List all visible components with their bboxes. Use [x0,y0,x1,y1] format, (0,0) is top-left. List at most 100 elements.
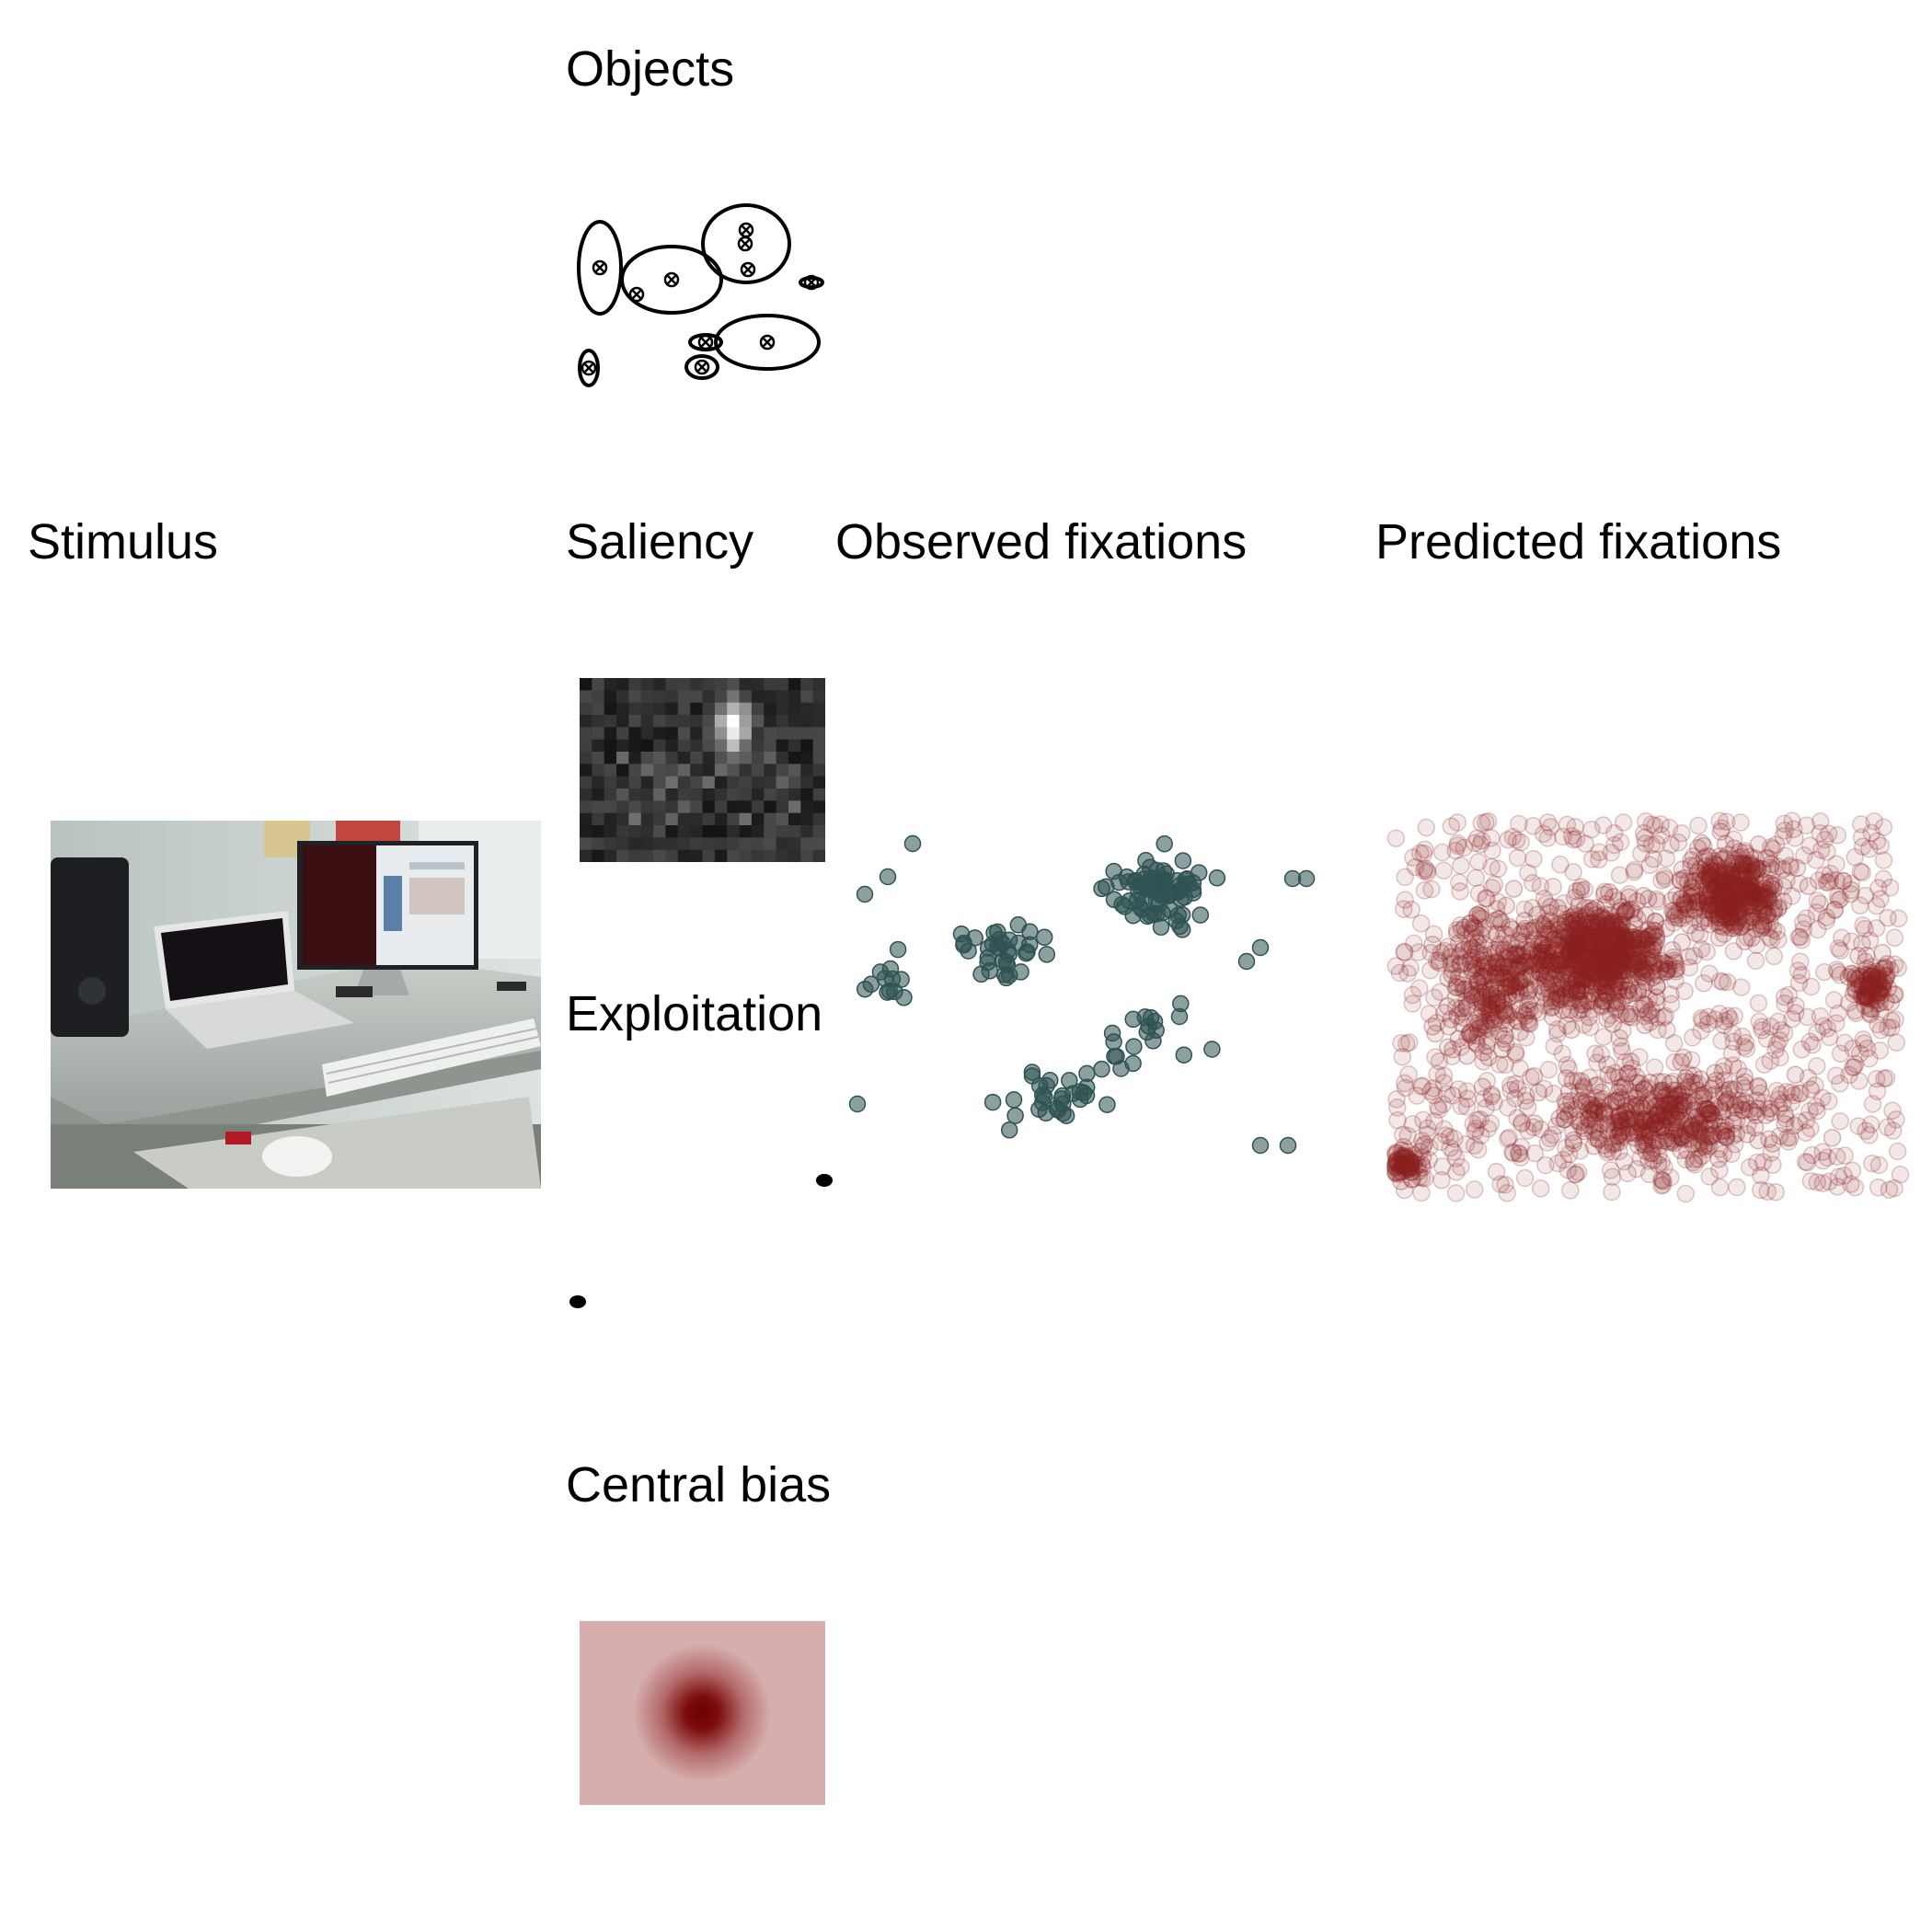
observed-fixation-point [1173,921,1191,938]
predicted-fixation-point [1612,922,1630,941]
saliency-cell [677,764,691,777]
predicted-fixation-point [1625,904,1644,923]
saliency-cell [739,678,753,691]
predicted-fixation-point [1696,863,1715,881]
exploitation-label: Exploitation [566,986,823,1041]
predicted-fixation-point [1594,923,1614,941]
predicted-fixation-point [1492,964,1512,983]
predicted-fixation-point [1625,860,1644,880]
saliency-cell [677,849,691,862]
saliency-cell [751,849,765,862]
saliency-cell [764,764,776,777]
predicted-fixation-point [1606,914,1626,933]
predicted-fixation-point [1567,970,1586,989]
predicted-fixation-point [1458,1029,1477,1047]
saliency-cell [640,715,654,728]
predicted-fixation-point [1578,962,1596,981]
predicted-fixation-point [1700,870,1719,889]
predicted-fixation-point [1529,942,1547,961]
predicted-fixation-point [1608,919,1627,938]
predicted-fixation-point [1430,1052,1449,1071]
predicted-fixation-point [1891,1165,1910,1184]
predicted-fixation-point [1868,995,1887,1013]
predicted-fixation-point [1616,986,1634,1006]
predicted-fixation-point [1590,989,1609,1008]
predicted-fixation-point [1621,975,1639,995]
predicted-fixation-point [1403,995,1422,1013]
predicted-fixation-point [1629,947,1649,965]
saliency-cell [640,800,654,814]
saliency-cell [690,837,703,851]
predicted-fixation-point [1605,947,1625,966]
predicted-fixation-point [1595,882,1614,902]
predicted-fixation-point [1575,968,1594,987]
predicted-fixation-point [1535,979,1555,998]
predicted-fixation-point [1725,919,1743,937]
saliency-cell [677,800,691,814]
predicted-fixation-point [1446,1184,1466,1202]
saliency-cell [640,690,654,704]
predicted-fixation-point [1722,866,1741,884]
predicted-fixation-point [1579,914,1597,933]
predicted-fixation-point [1531,963,1549,982]
predicted-fixation-point [1592,973,1610,993]
predicted-fixation-point [1620,884,1639,903]
saliency-cell [616,702,629,716]
predicted-fixation-point [1685,901,1704,920]
predicted-fixation-point [1602,940,1620,960]
saliency-cell [739,739,753,753]
predicted-fixation-point [1608,941,1627,960]
predicted-fixation-point [1589,939,1608,959]
predicted-fixation-point [1537,946,1556,965]
saliency-cell [702,678,716,691]
predicted-fixation-point [1513,933,1533,951]
predicted-fixation-point [1530,962,1549,981]
saliency-cell [751,764,765,777]
predicted-fixation-point [1746,857,1765,877]
predicted-fixation-point [1611,915,1629,935]
saliency-cell [592,764,605,777]
predicted-fixation-point [1533,943,1551,962]
saliency-cell [628,788,642,801]
predicted-fixations-label: Predicted fixations [1375,514,1782,569]
predicted-fixation-point [1448,813,1466,832]
predicted-fixation-point [1610,940,1628,960]
saliency-cell [628,764,642,777]
predicted-fixation-point [1559,929,1578,948]
predicted-fixation-point [1577,970,1596,989]
saliency-cell [739,837,753,851]
predicted-fixation-point [1728,1178,1746,1197]
saliency-cell [580,702,592,716]
predicted-fixation-point [1570,896,1588,915]
predicted-fixation-point [1542,998,1561,1018]
predicted-fixation-point [1519,863,1537,882]
saliency-cell [788,825,801,838]
predicted-fixation-point [1571,880,1590,900]
observed-fixation-point [889,940,907,959]
predicted-fixation-point [1597,915,1616,935]
predicted-fixation-point [1586,906,1604,925]
predicted-fixation-point [1560,944,1579,962]
saliency-cell [640,702,654,716]
predicted-fixation-point [1627,952,1646,971]
predicted-fixation-point [1570,946,1588,964]
predicted-fixation-point [1487,943,1505,962]
predicted-fixation-point [1576,960,1594,979]
predicted-fixation-point [1819,824,1838,843]
predicted-fixation-point [1739,875,1757,894]
predicted-fixation-point [1657,919,1675,937]
observed-fixation-point [1009,916,1028,934]
predicted-fixation-point [1520,981,1539,999]
predicted-fixation-point [1537,920,1556,938]
predicted-fixation-point [1561,992,1581,1011]
predicted-fixation-point [1627,938,1645,958]
saliency-cell [640,727,654,741]
predicted-fixation-point [1561,981,1581,999]
predicted-fixation-point [1573,972,1592,990]
predicted-fixation-point [1605,963,1624,982]
predicted-fixation-point [1562,1020,1581,1040]
predicted-fixation-point [1580,960,1598,980]
predicted-fixation-point [1600,937,1619,957]
predicted-fixation-point [1541,898,1560,916]
predicted-fixation-point [1883,1101,1902,1120]
